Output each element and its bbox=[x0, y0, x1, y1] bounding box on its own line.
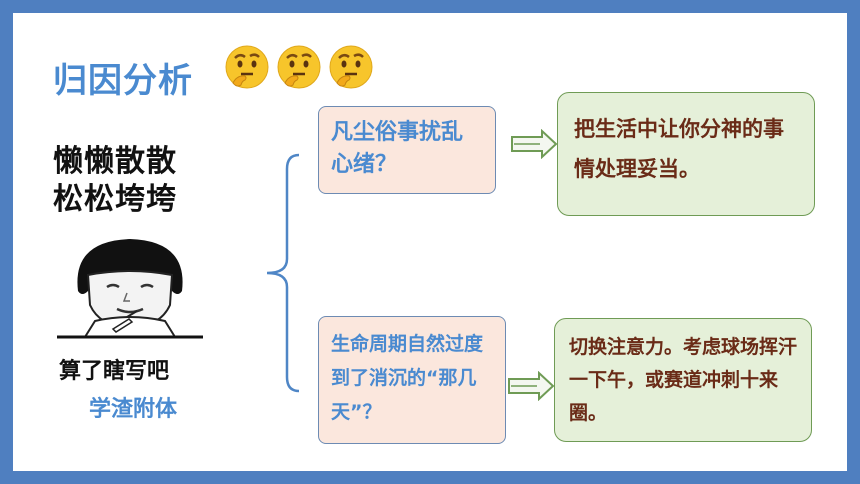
left-heading-line1: 懒懒散散 bbox=[53, 144, 177, 179]
left-heading-line2: 松松垮垮 bbox=[53, 182, 177, 217]
thinking-face-icon bbox=[277, 45, 321, 89]
answer-text-2: 切换注意力。考虑球场挥汗一下午，或赛道冲刺十来圈。 bbox=[569, 336, 798, 424]
answer-text-1: 把生活中让你分神的事情处理妥当。 bbox=[574, 117, 784, 181]
question-box-2: 生命周期自然过度到了消沉的“那几天”？ bbox=[318, 316, 506, 444]
brace-connector bbox=[266, 153, 300, 393]
double-arrow-icon bbox=[511, 129, 558, 159]
page-title: 归因分析 bbox=[53, 61, 193, 101]
answer-box-1: 把生活中让你分神的事情处理妥当。 bbox=[557, 92, 815, 216]
caption-primary: 算了瞎写吧 bbox=[59, 359, 170, 384]
question-text-2: 生命周期自然过度到了消沉的“那几天”？ bbox=[331, 333, 484, 423]
double-arrow-icon bbox=[508, 371, 555, 401]
thinking-face-icon bbox=[225, 45, 269, 89]
caption-secondary: 学渣附体 bbox=[89, 397, 178, 422]
question-box-1: 凡尘俗事扰乱心绪？ bbox=[318, 106, 496, 194]
answer-box-2: 切换注意力。考虑球场挥汗一下午，或赛道冲刺十来圈。 bbox=[554, 318, 812, 442]
slide: 归因分析 懒懒散散 松松垮垮 bbox=[13, 13, 847, 471]
question-text-1: 凡尘俗事扰乱心绪？ bbox=[331, 120, 464, 177]
meme-face-writing-illustration bbox=[57, 239, 203, 339]
thinking-face-icon bbox=[329, 45, 373, 89]
